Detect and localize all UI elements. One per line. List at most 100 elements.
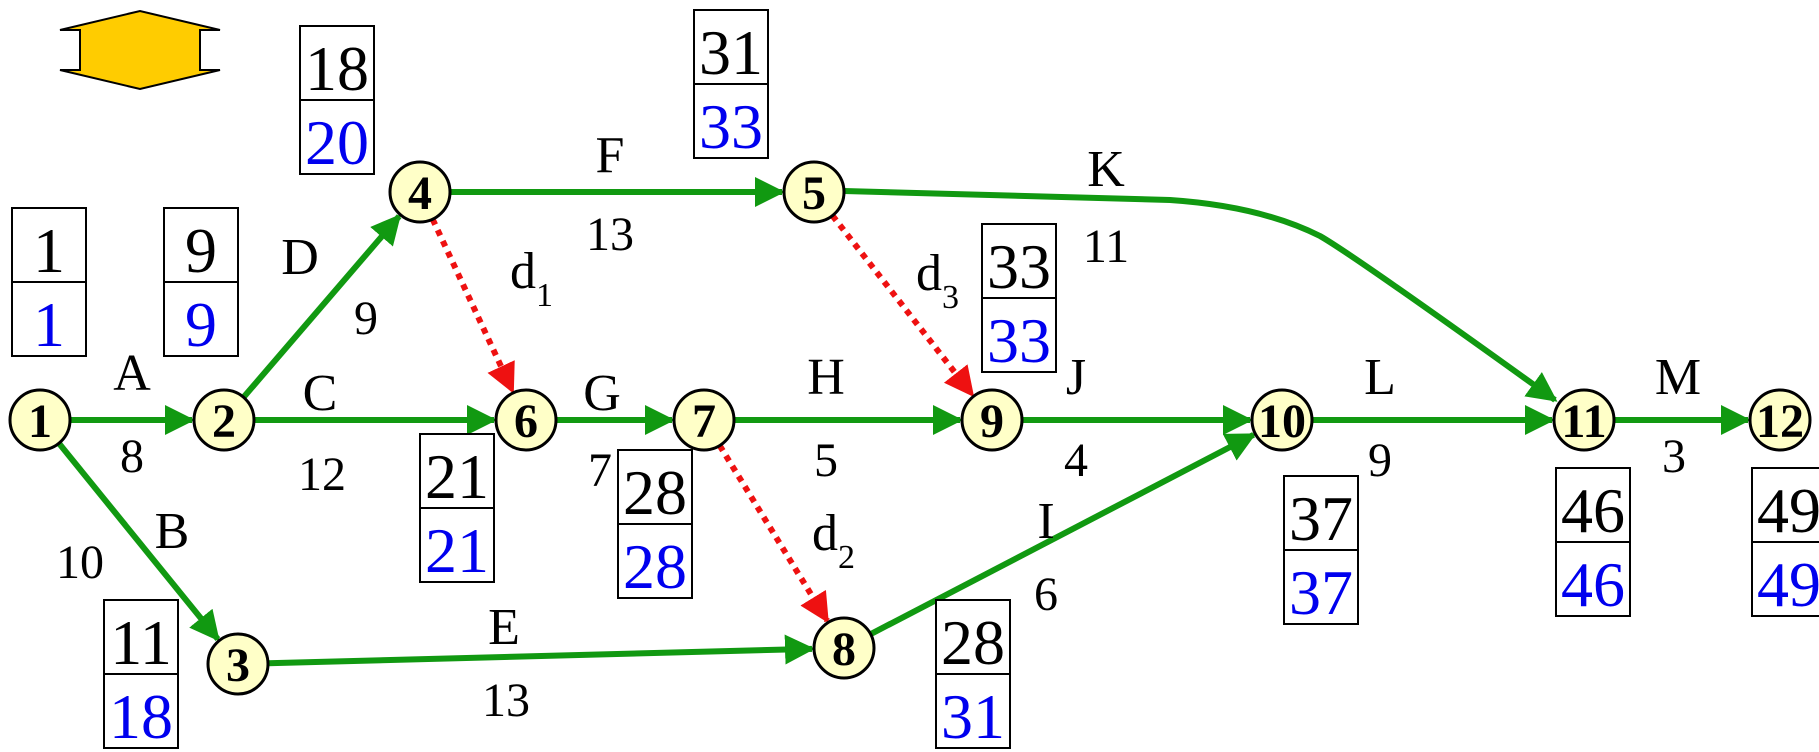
early-time-8: 28 xyxy=(941,607,1005,678)
activity-label-h: H xyxy=(807,349,845,406)
late-time-2: 9 xyxy=(185,289,217,360)
activity-duration-l: 9 xyxy=(1368,434,1392,487)
activity-label-k: K xyxy=(1087,141,1125,198)
activity-arrow-b xyxy=(56,441,221,642)
dummy-label-d3: d3 xyxy=(916,245,959,316)
activity-arrow-d xyxy=(241,213,402,400)
activity-duration-g: 7 xyxy=(588,444,612,497)
late-time-12: 49 xyxy=(1757,549,1819,620)
node-4: 4 xyxy=(388,160,452,224)
event-time-boxes: 1199111818203133212128282831333337374646… xyxy=(11,9,1819,752)
node-10: 10 xyxy=(1250,388,1314,452)
late-time-5: 33 xyxy=(699,91,763,162)
dummy-arrow-d3 xyxy=(830,213,975,398)
activity-duration-c: 12 xyxy=(298,448,346,501)
activity-arrow-i xyxy=(869,432,1257,637)
late-time-3: 18 xyxy=(109,681,173,752)
double-arrow-icon[interactable] xyxy=(59,9,221,91)
late-time-7: 28 xyxy=(623,531,687,602)
early-time-6: 21 xyxy=(425,441,489,512)
node-label-3: 3 xyxy=(226,639,250,692)
late-time-11: 46 xyxy=(1561,549,1625,620)
activity-duration-i: 6 xyxy=(1034,568,1058,621)
activity-duration-j: 4 xyxy=(1064,434,1088,487)
dummy-arrow-d1 xyxy=(429,217,516,394)
late-time-9: 33 xyxy=(987,305,1051,376)
activity-label-b: B xyxy=(155,503,190,560)
activity-duration-k: 11 xyxy=(1083,220,1129,273)
node-3: 3 xyxy=(206,632,270,696)
activity-label-d: D xyxy=(281,229,319,286)
node-label-4: 4 xyxy=(408,167,432,220)
early-time-3: 11 xyxy=(110,607,172,678)
activity-duration-f: 13 xyxy=(586,208,634,261)
node-label-8: 8 xyxy=(832,623,856,676)
activity-duration-b: 10 xyxy=(56,536,104,589)
activity-duration-a: 8 xyxy=(120,430,144,483)
early-time-11: 46 xyxy=(1561,475,1625,546)
activity-arrow-e xyxy=(267,634,816,667)
node-label-12: 12 xyxy=(1756,395,1804,448)
node-label-9: 9 xyxy=(980,395,1004,448)
activity-label-f: F xyxy=(596,127,625,184)
early-time-10: 37 xyxy=(1289,483,1353,554)
activity-label-e: E xyxy=(488,599,520,656)
dummy-label-d1: d1 xyxy=(510,243,553,314)
node-12: 12 xyxy=(1748,388,1812,452)
node-label-2: 2 xyxy=(212,395,236,448)
activity-duration-h: 5 xyxy=(814,434,838,487)
late-time-10: 37 xyxy=(1289,557,1353,628)
activity-label-a: A xyxy=(113,345,151,402)
activity-label-l: L xyxy=(1364,349,1396,406)
activity-label-j: J xyxy=(1066,349,1086,406)
node-7: 7 xyxy=(672,388,736,452)
early-time-2: 9 xyxy=(185,215,217,286)
late-time-6: 21 xyxy=(425,515,489,586)
early-time-7: 28 xyxy=(623,457,687,528)
early-time-4: 18 xyxy=(305,33,369,104)
activity-label-m: M xyxy=(1655,349,1701,406)
node-label-5: 5 xyxy=(802,167,826,220)
dummy-arrow-d2 xyxy=(717,443,830,624)
node-8: 8 xyxy=(812,616,876,680)
late-time-1: 1 xyxy=(33,289,65,360)
node-9: 9 xyxy=(960,388,1024,452)
late-time-8: 31 xyxy=(941,681,1005,752)
node-label-1: 1 xyxy=(28,395,52,448)
early-time-5: 31 xyxy=(699,17,763,88)
node-11: 11 xyxy=(1552,388,1616,452)
activity-arrow-k xyxy=(843,188,1558,403)
node-5: 5 xyxy=(782,160,846,224)
event-times-box-1: 11 xyxy=(11,207,87,360)
activity-label-i: I xyxy=(1037,493,1054,550)
early-time-1: 1 xyxy=(33,215,65,286)
activity-duration-d: 9 xyxy=(354,292,378,345)
node-1: 1 xyxy=(8,388,72,452)
activity-label-g: G xyxy=(583,365,621,422)
node-6: 6 xyxy=(494,388,558,452)
edges-layer xyxy=(56,177,1751,667)
activity-label-c: C xyxy=(303,365,338,422)
activity-duration-m: 3 xyxy=(1662,430,1686,483)
node-label-6: 6 xyxy=(514,395,538,448)
activity-duration-e: 13 xyxy=(482,674,530,727)
dummy-label-d2: d2 xyxy=(812,505,855,576)
early-time-12: 49 xyxy=(1757,475,1819,546)
event-times-box-2: 99 xyxy=(163,207,239,360)
node-label-11: 11 xyxy=(1561,395,1606,448)
early-time-9: 33 xyxy=(987,231,1051,302)
node-2: 2 xyxy=(192,388,256,452)
node-label-10: 10 xyxy=(1258,395,1306,448)
